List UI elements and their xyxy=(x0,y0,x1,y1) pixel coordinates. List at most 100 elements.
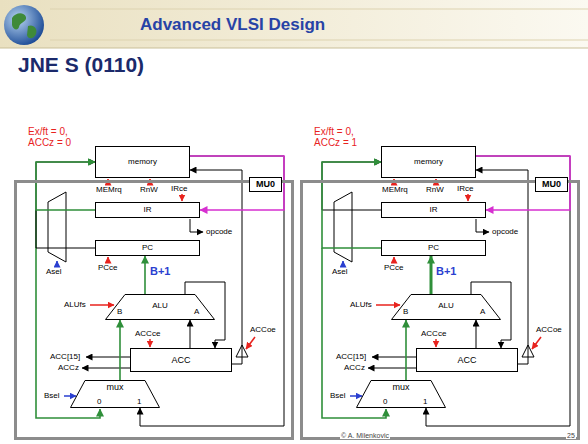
state-note: Ex/ft = 0, ACCz = 0 xyxy=(28,126,90,148)
control-signal: IRce xyxy=(171,185,187,193)
operation-note: B+1 xyxy=(150,266,171,277)
state-note: Ex/ft = 0, ACCz = 1 xyxy=(314,126,376,148)
alu-shape: ALU xyxy=(105,294,215,320)
status-arrow xyxy=(86,357,130,358)
control-arrow xyxy=(149,339,151,347)
select-signal: Bsel xyxy=(330,392,346,400)
title-banner xyxy=(0,0,588,48)
datapath-panel-parts xyxy=(334,179,541,396)
alu-shape: ALU xyxy=(391,294,501,320)
register-box: IR xyxy=(381,202,486,218)
control-arrow xyxy=(181,194,183,201)
port-name: B xyxy=(117,308,122,316)
shape-outline xyxy=(392,295,501,320)
control-signal: ALUfs xyxy=(350,301,372,309)
register-box: PC xyxy=(95,240,200,256)
node-label: PC xyxy=(428,244,439,252)
control-signal: ALUfs xyxy=(64,301,86,309)
bus-connector xyxy=(36,162,95,210)
banner-stripe xyxy=(50,40,588,41)
mux-shape: mux xyxy=(356,380,446,408)
select-signal: Asel xyxy=(332,268,348,276)
block-name: MU0 xyxy=(535,177,568,192)
node-label: memory xyxy=(414,158,443,166)
port-name: 1 xyxy=(137,398,141,406)
block-name: MU0 xyxy=(249,177,282,192)
bus-connector xyxy=(144,256,146,294)
banner-rule xyxy=(0,48,588,49)
node-label: ACC xyxy=(457,356,476,365)
slide-heading: JNE S (0110) xyxy=(18,54,144,75)
page-number: 25 xyxy=(566,432,576,439)
bus-connector xyxy=(476,170,528,364)
control-signal: MEMrq xyxy=(96,186,122,194)
footer-credit: © A. Milenkovic xyxy=(340,432,390,439)
memory-block: memory xyxy=(95,146,190,178)
bus-connector xyxy=(405,320,407,380)
register-box: PC xyxy=(381,240,486,256)
port-name: B xyxy=(403,308,408,316)
register-box: IR xyxy=(95,202,200,218)
port-name: 1 xyxy=(423,398,427,406)
node-label: mux xyxy=(106,383,123,392)
node-label: ALU xyxy=(438,302,454,310)
bus-connector xyxy=(430,256,433,294)
status-arrow xyxy=(82,368,130,369)
bus-connector xyxy=(476,156,570,210)
node-label: ACC xyxy=(171,356,190,365)
register-box: ACC xyxy=(416,348,518,372)
status-signal: ACC[15] xyxy=(50,353,80,361)
status-signal: ACC[15] xyxy=(336,353,366,361)
bus-connector xyxy=(119,320,121,380)
register-box: ACC xyxy=(130,348,232,372)
node-label: IR xyxy=(144,206,152,214)
operation-note: B+1 xyxy=(436,266,457,277)
control-signal: RnW xyxy=(426,186,444,194)
datapath-panel-parts xyxy=(48,179,255,396)
bus-connector xyxy=(322,162,381,210)
asel-mux xyxy=(48,192,66,262)
port-name: A xyxy=(194,308,199,316)
control-signal: ACCce xyxy=(421,330,446,338)
select-signal: Asel xyxy=(46,268,62,276)
bus-connector xyxy=(426,156,570,426)
opcode-arrow xyxy=(190,219,203,232)
bus-connector xyxy=(190,170,242,364)
processor-frame: MU0IR PC ALU ACC mux xyxy=(300,180,580,440)
banner-title: Advanced VLSI Design xyxy=(140,16,325,33)
shape-outline xyxy=(357,381,446,408)
control-signal: ACCoe xyxy=(250,326,276,334)
bus-connector xyxy=(190,156,284,210)
control-signal: RnW xyxy=(140,186,158,194)
signal-name: opcode xyxy=(206,228,232,236)
control-signal: MEMrq xyxy=(382,186,408,194)
control-signal: ACCce xyxy=(135,330,160,338)
port-name: A xyxy=(480,308,485,316)
select-signal: Bsel xyxy=(44,392,60,400)
banner-ground xyxy=(0,0,588,48)
bus-connector xyxy=(190,320,191,348)
select-arrow xyxy=(56,261,58,267)
processor-frame: MU0IR PC ALU ACC mux xyxy=(14,180,294,440)
bus-connector xyxy=(140,156,284,426)
bus-connector xyxy=(476,320,477,348)
control-signal: PCce xyxy=(98,264,118,272)
node-label: ALU xyxy=(152,302,168,310)
port-name: 0 xyxy=(97,398,101,406)
control-signal: IRce xyxy=(457,185,473,193)
shape-outline xyxy=(106,295,215,320)
port-name: 0 xyxy=(383,398,387,406)
banner-stripe xyxy=(50,9,588,10)
signal-name: opcode xyxy=(492,228,518,236)
select-arrow xyxy=(64,395,76,397)
globe-land xyxy=(12,13,26,29)
bus-connector xyxy=(322,162,381,248)
status-signal: ACCz xyxy=(344,364,365,372)
globe-icon xyxy=(4,5,44,45)
control-signal: PCce xyxy=(384,264,404,272)
control-signal: ACCoe xyxy=(536,326,562,334)
control-arrow xyxy=(90,304,114,306)
status-signal: ACCz xyxy=(58,364,79,372)
globe-land xyxy=(27,25,36,38)
bus-connector xyxy=(36,162,95,248)
